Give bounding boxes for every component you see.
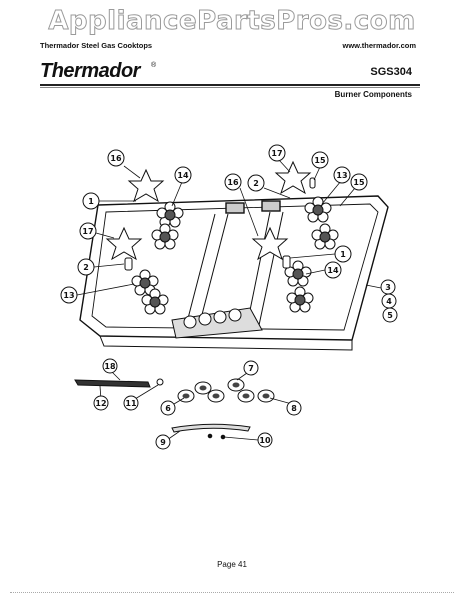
header-rule [40, 84, 420, 86]
knob-cap [194, 381, 212, 395]
burner-grate [128, 169, 164, 202]
knob-cap [227, 378, 245, 392]
callout-1: 1 [334, 245, 352, 263]
callout-2: 2 [77, 258, 95, 276]
callout-label: 4 [386, 297, 392, 306]
callout-label: 9 [160, 438, 166, 447]
callout-9: 9 [155, 434, 171, 450]
callout-11: 11 [123, 395, 139, 411]
callout-3: 3 [380, 279, 396, 295]
control-panel [171, 307, 263, 339]
burner-grate [275, 161, 311, 194]
burner-base [286, 286, 314, 313]
burner-grate [106, 227, 142, 260]
callout-label: 14 [177, 171, 189, 180]
knob-cap [237, 389, 255, 403]
callout-15: 15 [350, 173, 368, 191]
callout-18: 18 [102, 358, 118, 374]
callout-17: 17 [79, 222, 97, 240]
callout-16: 16 [107, 149, 125, 167]
callout-label: 13 [336, 171, 347, 180]
document-title: Thermador Steel Gas Cooktops [40, 41, 153, 50]
model-number: SGS304 [370, 66, 412, 78]
callout-16: 16 [224, 173, 242, 191]
watermark: AppliancePartsPros.com [48, 6, 416, 37]
burner-head [156, 201, 184, 228]
burner-base [151, 223, 179, 250]
callout-label: 2 [253, 179, 259, 188]
leader-lines [76, 159, 382, 441]
callout-label: 10 [259, 436, 271, 445]
callout-5: 5 [382, 307, 398, 323]
callout-13: 13 [60, 286, 78, 304]
callout-label: 13 [63, 291, 74, 300]
registered-mark: ® [151, 62, 157, 69]
callout-label: 12 [95, 399, 106, 408]
section-title: Burner Components [334, 90, 412, 99]
callout-label: 1 [88, 197, 94, 206]
loose-parts [74, 378, 251, 440]
callout-label: 11 [125, 399, 137, 408]
knob-cap [207, 389, 225, 403]
callout-label: 8 [291, 404, 297, 413]
callout-7: 7 [243, 360, 259, 376]
callout-12: 12 [93, 395, 109, 411]
callout-label: 16 [110, 154, 122, 163]
callout-label: 17 [82, 227, 93, 236]
cooktop-frame [79, 195, 389, 351]
callout-label: 18 [104, 362, 116, 371]
website-url: www.thermador.com [342, 41, 417, 50]
callout-13: 13 [333, 166, 351, 184]
callout-2: 2 [247, 174, 265, 192]
callout-14: 14 [324, 261, 342, 279]
callout-10: 10 [257, 432, 273, 448]
igniter [124, 177, 316, 271]
callout-label: 14 [327, 266, 339, 275]
callout-label: 7 [248, 364, 254, 373]
callout-15: 15 [311, 151, 329, 169]
callout-4: 4 [381, 293, 397, 309]
callout-8: 8 [286, 400, 302, 416]
callout-label: 3 [385, 283, 391, 292]
callout-label: 2 [83, 263, 89, 272]
page-number: Page 41 [217, 560, 247, 569]
callout-label: 17 [271, 149, 282, 158]
burner-base [311, 223, 339, 250]
callout-6: 6 [160, 400, 176, 416]
callout-label: 16 [227, 178, 239, 187]
callout-label: 5 [387, 311, 393, 320]
knob-cap [257, 389, 275, 403]
brand-logo: Thermador [40, 60, 140, 82]
callout-17: 17 [268, 144, 286, 162]
callout-1: 1 [82, 192, 100, 210]
footer-rule [10, 592, 454, 594]
callout-label: 1 [340, 250, 346, 259]
callout-label: 15 [314, 156, 326, 165]
callout-label: 6 [165, 404, 171, 413]
burner-head [304, 196, 332, 223]
callout-14: 14 [174, 166, 192, 184]
callout-label: 15 [353, 178, 365, 187]
header-rule-thin [40, 87, 420, 88]
burner-grate [252, 227, 288, 260]
